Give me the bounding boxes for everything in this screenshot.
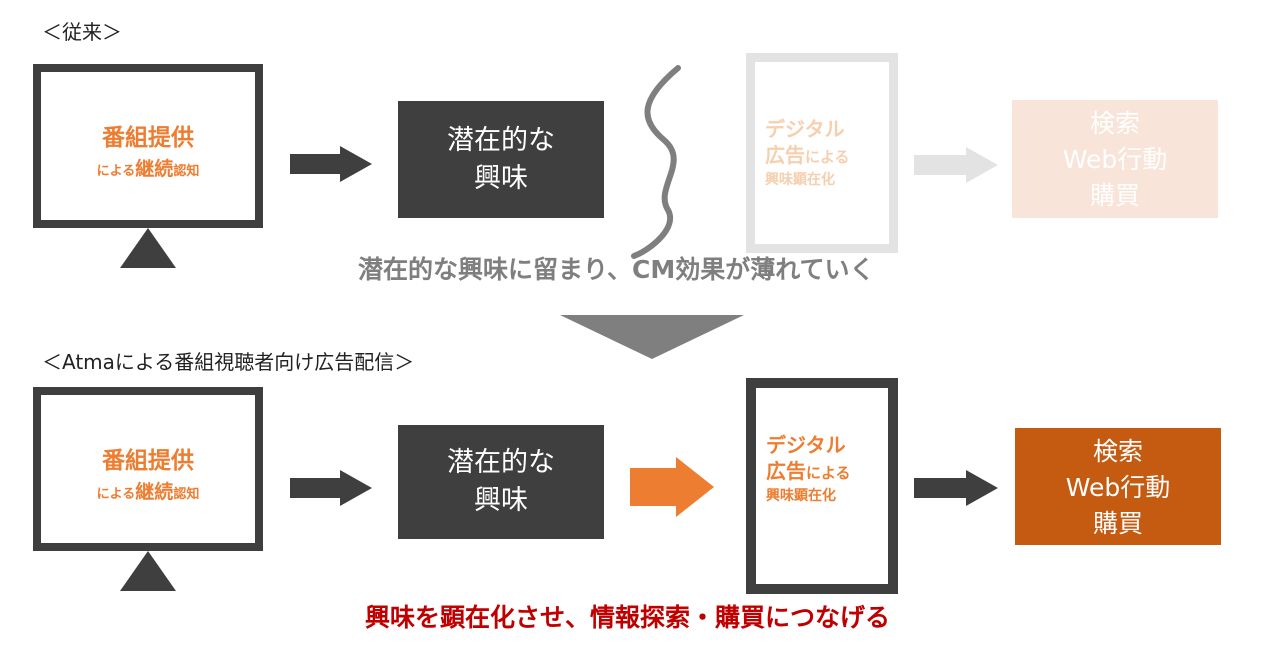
phone-line1: デジタル [766,433,846,457]
monitor-line2-suffix: 認知 [173,487,200,502]
monitor-screen: 番組提供 による継続認知 [33,64,263,228]
phone-text: デジタル 広告による 興味顕在化 [766,432,851,506]
phone-line2: 広告による [766,458,851,486]
tv-monitor-top: 番組提供 による継続認知 [33,64,263,269]
search-purchase-box: 検索 Web行動 購買 [1015,428,1221,545]
down-triangle-icon [560,315,744,359]
phone-line1: デジタル [765,117,845,141]
monitor-line1: 番組提供 [102,125,194,151]
result-line1: 検索 [1089,109,1140,138]
latent-line1: 潜在的な [447,125,555,156]
latent-line2: 興味 [474,485,528,516]
phone-line3: 興味顕在化 [766,488,836,504]
smartphone: デジタル 広告による 興味顕在化 [746,378,898,594]
monitor-line2: による継続認知 [41,154,255,181]
wavy-break-line [631,65,681,259]
result-line2: Web行動 [1062,145,1168,174]
monitor-line2-prefix: による [96,164,136,179]
latent-interest-box-bottom: 潜在的な 興味 [398,425,604,539]
section-label-new: ＜Atmaによる番組視聴者向け広告配信＞ [42,350,415,374]
latent-interest-box-top: 潜在的な 興味 [398,101,604,218]
result-line3: 購買 [1092,509,1143,538]
phone-line2-main: 広告 [766,459,806,483]
phone-line3: 興味顕在化 [765,172,835,188]
tv-monitor-bottom: 番組提供 による継続認知 [33,387,263,592]
monitor-screen: 番組提供 による継続認知 [33,387,263,551]
search-purchase-box-faded: 検索 Web行動 購買 [1012,100,1218,218]
monitor-line2-prefix: による [96,487,136,502]
smartphone-faded: デジタル 広告による 興味顕在化 [746,53,898,253]
monitor-stand [120,551,176,591]
latent-line1: 潜在的な [447,447,555,478]
phone-line2: 広告による [765,142,850,170]
monitor-stand [120,228,176,268]
caption-old: 潜在的な興味に留まり、CM効果が薄れていく [358,255,875,284]
result-line1: 検索 [1092,437,1143,466]
monitor-line2-main: 継続 [135,158,174,180]
phone-line2-main: 広告 [765,143,805,167]
latent-line2: 興味 [474,163,528,194]
phone-line2-suffix: による [805,148,850,166]
result-line2: Web行動 [1065,473,1171,502]
result-line3: 購買 [1089,181,1140,210]
monitor-line2-suffix: 認知 [173,164,200,179]
monitor-line1: 番組提供 [102,448,194,474]
phone-line2-suffix: による [806,464,851,482]
monitor-line2: による継続認知 [41,477,255,504]
section-label-old: ＜従来＞ [42,20,122,44]
monitor-line2-main: 継続 [135,481,174,503]
phone-text-faded: デジタル 広告による 興味顕在化 [765,116,850,190]
caption-new: 興味を顕在化させ、情報探索・購買につなげる [365,603,891,632]
